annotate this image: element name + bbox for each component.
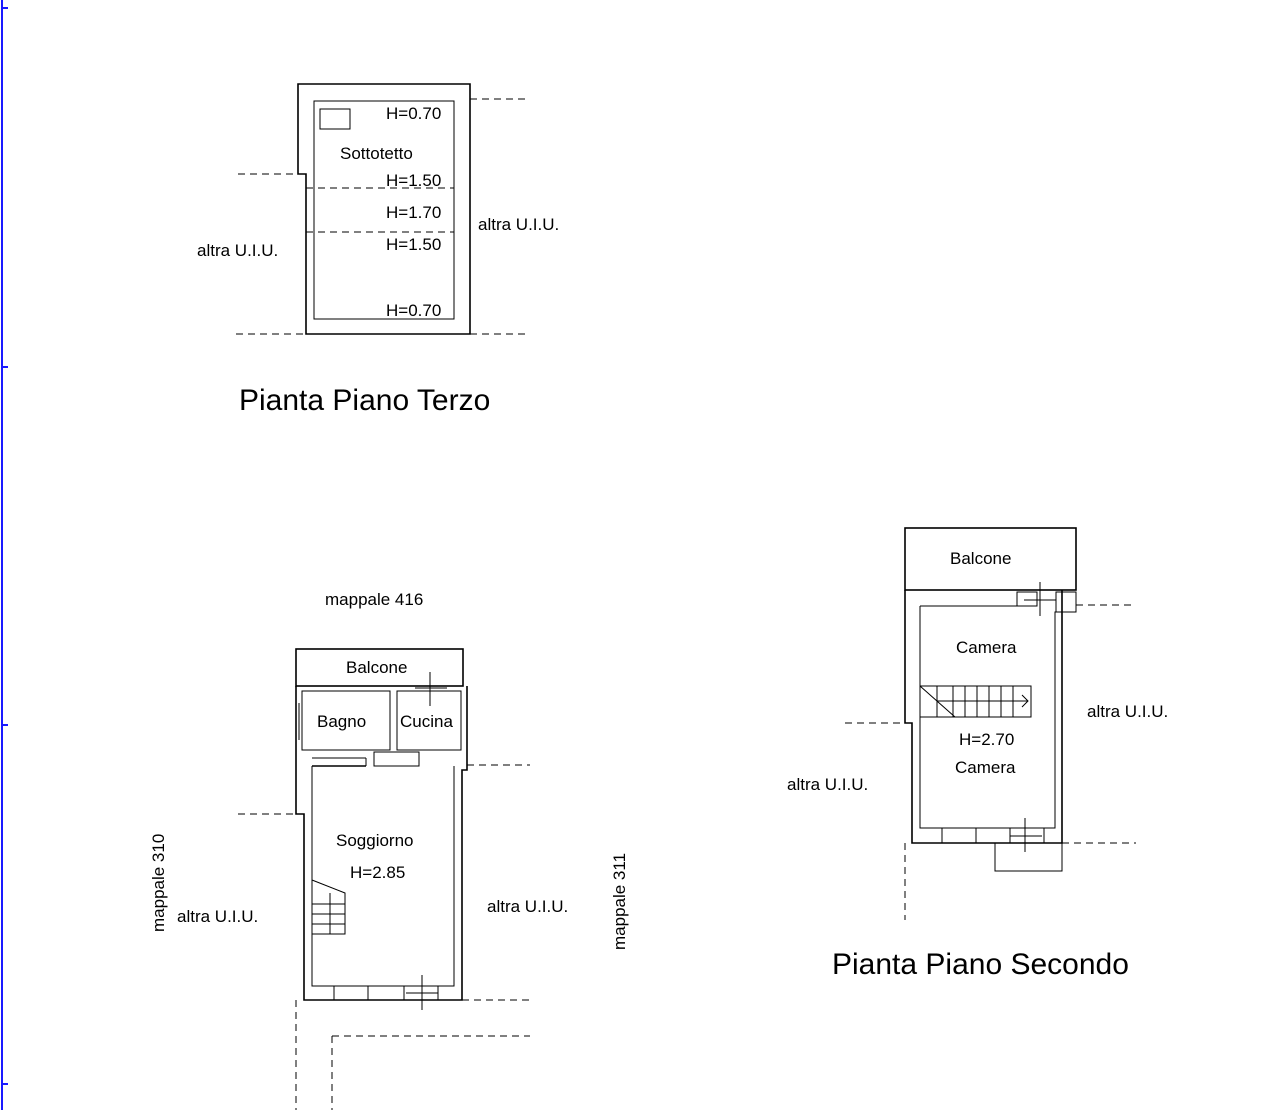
terzo-neighbor-right: altra U.I.U.	[478, 215, 559, 234]
primo-mappale-left: mappale 310	[149, 834, 168, 932]
primo-mappale-right: mappale 311	[610, 853, 629, 950]
primo-mappale-top: mappale 416	[325, 590, 423, 609]
plan-piano-primo: mappale 416 Balcone Bagno Cucina Soggior…	[149, 590, 629, 1110]
secondo-camera-bottom: Camera	[955, 758, 1016, 777]
terzo-h-mid: H=1.70	[386, 203, 441, 222]
plan-piano-terzo: H=0.70 Sottotetto H=1.50 H=1.70 H=1.50 H…	[197, 83, 559, 417]
primo-cucina: Cucina	[400, 712, 453, 731]
primo-soggiorno: Soggiorno	[336, 831, 414, 850]
primo-bagno: Bagno	[317, 712, 366, 731]
secondo-title: Pianta Piano Secondo	[832, 948, 1129, 981]
terzo-h-b: H=1.50	[386, 235, 441, 254]
primo-neighbor-right: altra U.I.U.	[487, 897, 568, 916]
primo-height: H=2.85	[350, 863, 405, 882]
primo-neighbor-left: altra U.I.U.	[177, 907, 258, 926]
secondo-height: H=2.70	[959, 730, 1014, 749]
secondo-camera-top: Camera	[956, 638, 1017, 657]
terzo-room-label: Sottotetto	[340, 144, 413, 163]
secondo-neighbor-right: altra U.I.U.	[1087, 702, 1168, 721]
terzo-h-a: H=1.50	[386, 171, 441, 190]
terzo-h-top: H=0.70	[386, 104, 441, 123]
primo-balcone: Balcone	[346, 658, 407, 677]
terzo-title: Pianta Piano Terzo	[239, 384, 490, 417]
terzo-neighbor-left: altra U.I.U.	[197, 241, 278, 260]
plan-piano-secondo: Balcone Camera H=2.70 Camera altra U.I.U…	[787, 527, 1168, 981]
sheet-frame	[1, 0, 8, 1110]
terzo-h-bottom: H=0.70	[386, 301, 441, 320]
secondo-neighbor-left: altra U.I.U.	[787, 775, 868, 794]
secondo-balcone: Balcone	[950, 549, 1011, 568]
